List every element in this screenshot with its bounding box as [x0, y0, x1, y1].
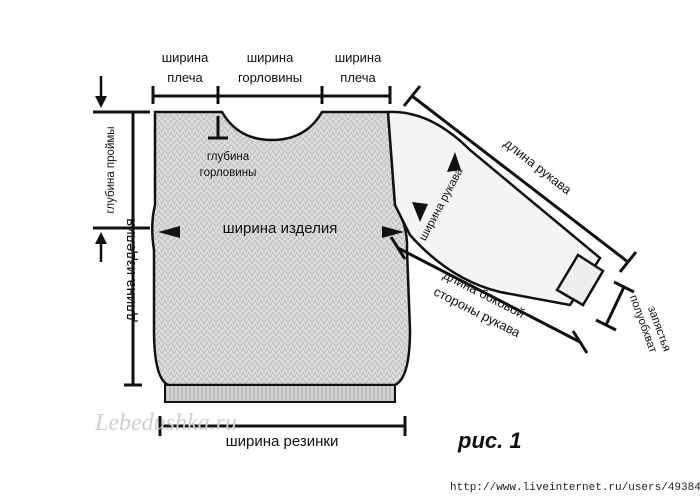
label-garment-width: ширина изделия	[223, 220, 338, 237]
figure-caption: рис. 1	[457, 428, 522, 453]
label-garment-length: длина изделия	[122, 218, 139, 321]
label-shoulder-width-right-1: ширина	[335, 50, 382, 65]
shoulder-width-left-dimension	[151, 86, 220, 104]
rib-width-dimension	[158, 416, 407, 436]
shoulder-width-right-dimension	[322, 86, 392, 104]
label-shoulder-width-left-1: ширина	[162, 50, 209, 65]
watermark-text: Lebedushka.ru	[94, 410, 237, 436]
label-armhole-depth: глубина проймы	[105, 126, 117, 213]
rib-band	[164, 384, 396, 403]
label-shoulder-width-left-2: плеча	[167, 70, 203, 85]
sleeve-cuff	[555, 253, 605, 307]
armhole-depth-dimension	[93, 76, 150, 262]
sleeve-side-length-dimension	[389, 236, 589, 354]
label-neck-depth-1: глубина	[207, 151, 250, 163]
garment-body	[151, 110, 412, 387]
wrist-half-girth-dimension	[595, 280, 635, 332]
sleeve	[386, 110, 602, 307]
label-neck-width-1: ширина	[247, 50, 294, 65]
sleeve-length-dimension	[402, 85, 638, 273]
label-shoulder-width-right-2: плеча	[340, 70, 376, 85]
label-neck-width-2: горловины	[238, 70, 302, 85]
label-neck-depth-2: горловины	[200, 167, 257, 179]
neck-depth-marker	[208, 116, 228, 140]
url-footer: http://www.liveinternet.ru/users/4938422…	[450, 482, 700, 494]
label-rib-width: ширина резинки	[226, 433, 339, 450]
garment-width-arrows	[158, 226, 404, 238]
neck-width-dimension	[218, 86, 324, 104]
sleeve-width-arrows	[412, 152, 461, 222]
